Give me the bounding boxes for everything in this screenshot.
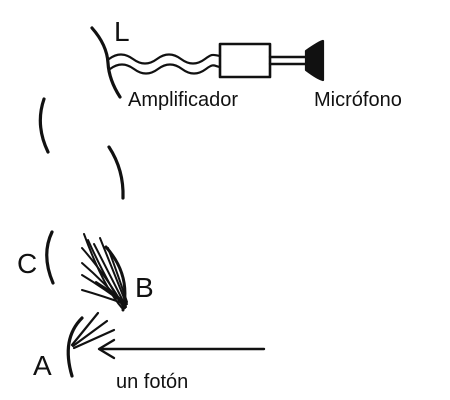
label-photon: un fotón (116, 371, 188, 393)
arc-middle-left (38, 97, 50, 154)
mirror-b-ray (83, 233, 123, 309)
mirror-b-fan (81, 233, 128, 312)
mirror-a-ray (72, 328, 116, 350)
microphone-shape (304, 39, 325, 82)
mirror-a-arc (66, 316, 84, 378)
mirror-a-group (66, 311, 116, 378)
mirror-b-arc (104, 245, 127, 312)
mirror-l-arc (90, 26, 122, 99)
arc-middle-right (107, 145, 125, 200)
label-b: B (135, 272, 154, 303)
label-a: A (33, 350, 52, 381)
mirror-a-ray (71, 319, 109, 348)
amplifier-box (218, 42, 272, 79)
label-l: L (114, 16, 130, 47)
mirror-b-ray (81, 289, 126, 305)
label-c: C (17, 248, 37, 279)
photon-arrow-head (97, 338, 116, 360)
label-microphone: Micrófono (314, 89, 402, 111)
mirror-a-ray (70, 311, 100, 347)
wire-upper (107, 53, 222, 65)
label-amplifier: Amplificador (128, 89, 238, 111)
wire-lower (108, 63, 222, 75)
mirror-c-arc (45, 230, 55, 285)
